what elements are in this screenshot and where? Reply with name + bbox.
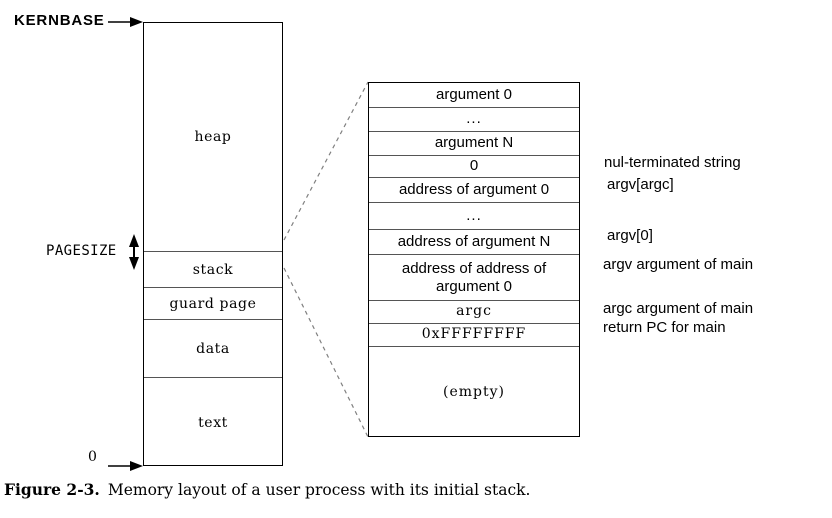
stack-row-label: address of address of argument 0: [401, 259, 547, 295]
stack-row-label: argument 0: [436, 85, 512, 103]
stack-row-return-pc: 0xFFFFFFFF: [369, 324, 579, 347]
stack-row-argc: argc: [369, 301, 579, 324]
memory-segment-label: data: [196, 340, 230, 357]
stack-row-addresses-ellipsis: ...: [369, 203, 579, 230]
stack-detail-connectors: [283, 81, 369, 438]
annotation-text: nul-terminated string: [604, 154, 741, 171]
annotation-argv-argument-of-main: argv argument of main: [603, 256, 753, 273]
figure-caption: Figure 2-3. Memory layout of a user proce…: [4, 480, 824, 499]
stack-row-label: ...: [466, 110, 482, 128]
annotation-return-pc-for-main: return PC for main: [603, 319, 726, 336]
stack-row-address-of-argument-n: address of argument N: [369, 230, 579, 255]
stack-row-label: 0xFFFFFFFF: [421, 326, 527, 343]
stack-row-label: 0: [469, 157, 479, 175]
stack-row-label: (empty): [443, 383, 505, 400]
pagesize-label: PAGESIZE: [46, 243, 117, 259]
memory-segment-label: stack: [192, 261, 234, 278]
memory-segment-guard-page: guard page: [144, 287, 282, 319]
memory-segment-label: text: [198, 414, 228, 431]
annotation-argv-0: argv[0]: [607, 227, 653, 244]
kernbase-arrow: [108, 17, 143, 27]
figure-caption-text: Memory layout of a user process with its…: [107, 481, 531, 499]
kernbase-label: KERNBASE: [14, 12, 105, 29]
annotation-argv-argc: argv[argc]: [607, 176, 674, 193]
stack-row-argument-n: argument N: [369, 132, 579, 156]
stack-row-label: ...: [466, 206, 482, 224]
zero-address-label: 0: [88, 449, 97, 465]
annotation-text: argv[argc]: [607, 176, 674, 193]
memory-layout-column: heap stack guard page data text: [143, 22, 283, 466]
pagesize-double-arrow: [129, 234, 139, 270]
annotation-text: argv[0]: [607, 227, 653, 244]
figure-number: Figure 2-3.: [4, 480, 100, 499]
memory-segment-label: heap: [194, 129, 232, 145]
initial-stack-table: argument 0 ... argument N 0 address of a…: [368, 82, 580, 437]
annotation-argc-argument-of-main: argc argument of main: [603, 300, 753, 317]
memory-segment-text: text: [144, 377, 282, 467]
zero-arrow: [108, 461, 143, 471]
stack-row-address-of-address-of-argument-0: address of address of argument 0: [369, 255, 579, 301]
annotation-text: argv argument of main: [603, 256, 754, 273]
annotation-nul-terminated-string: nul-terminated string: [604, 154, 741, 171]
memory-segment-stack: stack: [144, 251, 282, 287]
stack-row-label: argc: [456, 303, 492, 320]
stack-row-null-terminator: 0: [369, 156, 579, 178]
memory-segment-data: data: [144, 319, 282, 377]
stack-row-label: address of argument 0: [398, 180, 550, 198]
memory-segment-label: guard page: [169, 295, 257, 312]
memory-segment-heap: heap: [144, 23, 282, 251]
stack-row-address-of-argument-0: address of argument 0: [369, 178, 579, 203]
stack-row-argument-0: argument 0: [369, 83, 579, 108]
stack-row-empty: (empty): [369, 347, 579, 438]
stack-row-label: address of argument N: [397, 232, 551, 250]
stack-row-label: argument N: [434, 134, 514, 152]
annotation-text: argc argument of main: [603, 300, 754, 317]
annotation-text: return PC for main: [603, 319, 726, 336]
stack-row-arguments-ellipsis: ...: [369, 108, 579, 132]
